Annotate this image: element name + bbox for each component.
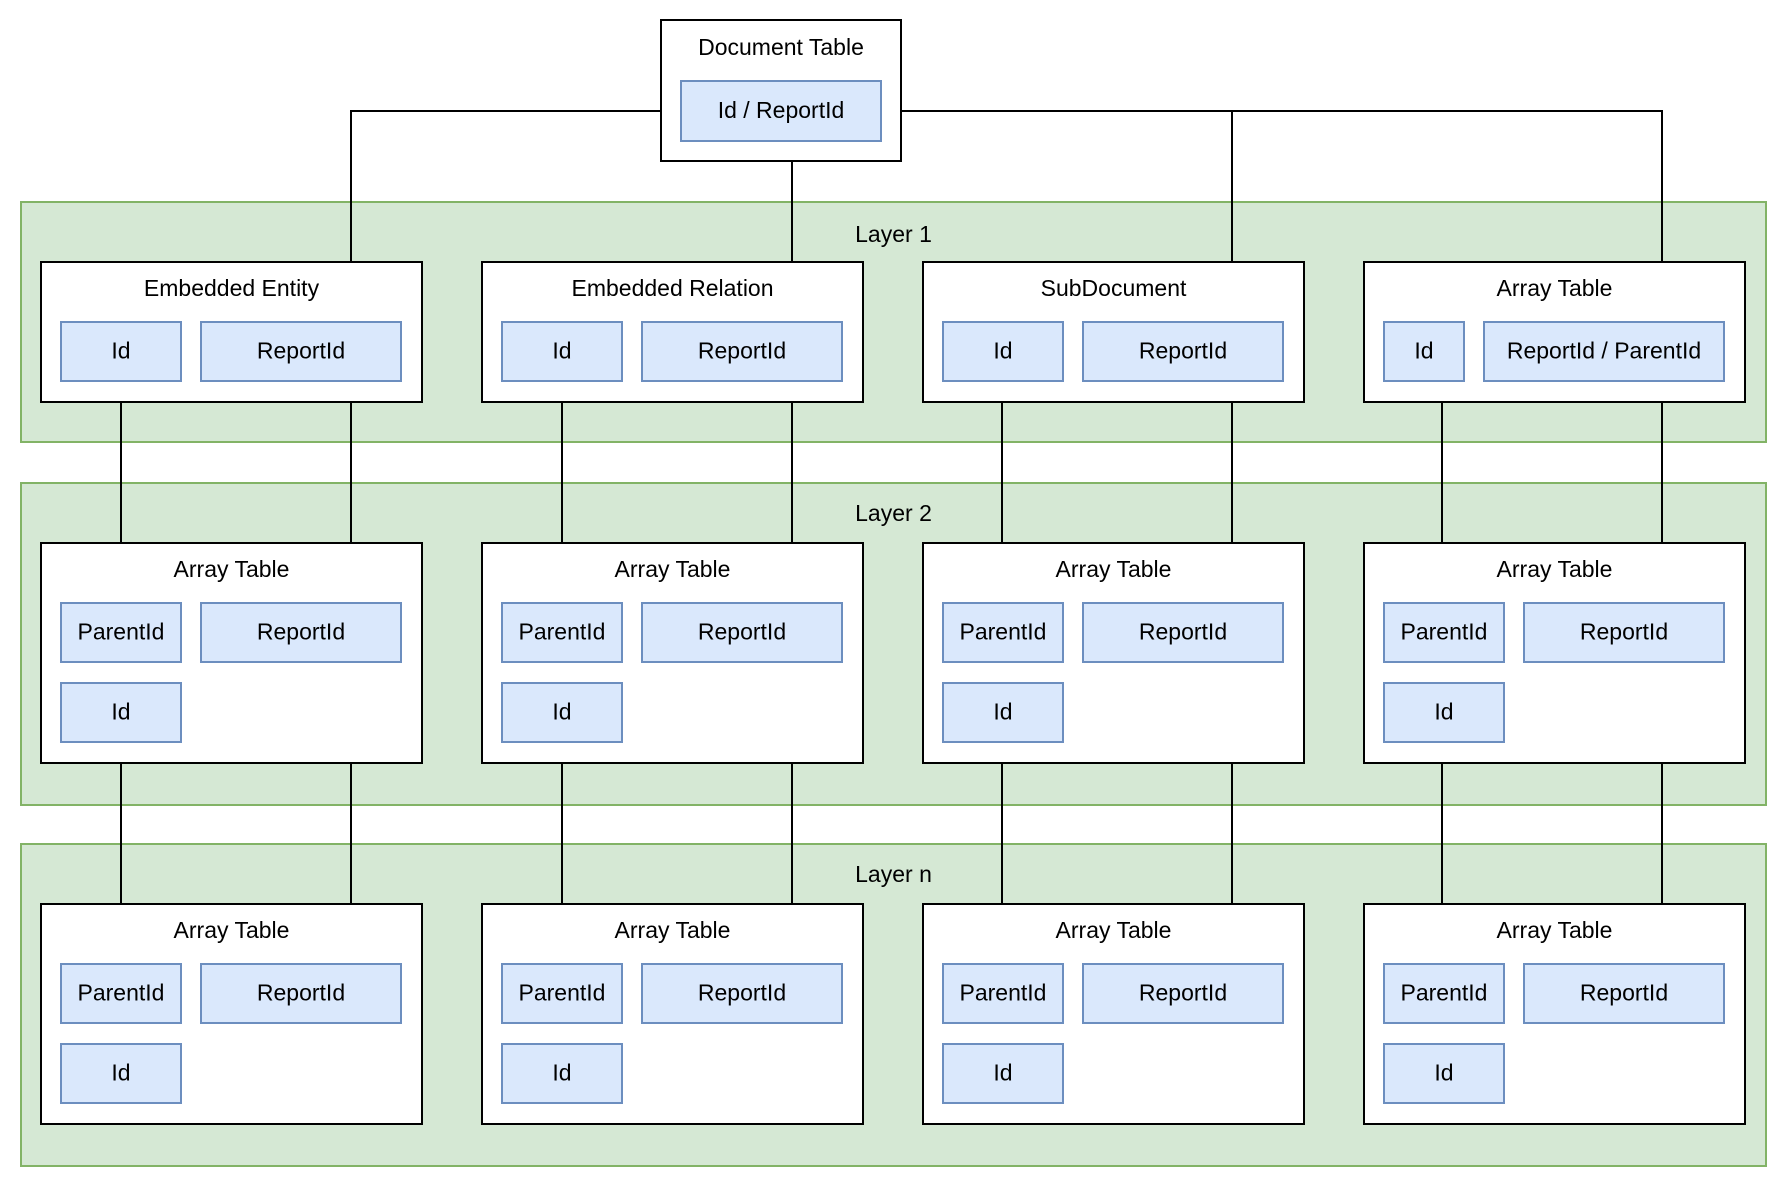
field-label-parentid: ParentId [519, 980, 606, 1006]
field-label-parentid: ParentId [1401, 980, 1488, 1006]
table-title: Array Table [615, 556, 731, 582]
field-label-id: Id [111, 1060, 130, 1086]
field-label-parentid: ParentId [519, 619, 606, 645]
field-id [1383, 1043, 1505, 1104]
field-label-id: Id [993, 1060, 1012, 1086]
field-label-reportid-parentid: ReportId / ParentId [1507, 338, 1701, 364]
field-id [1383, 682, 1505, 743]
field-parentid [942, 963, 1064, 1024]
field-reportid [1082, 602, 1284, 663]
layer-label: Layer n [855, 861, 932, 887]
field-id [942, 682, 1064, 743]
layer-label: Layer 2 [855, 500, 932, 526]
table-title: Array Table [174, 917, 290, 943]
field-label-id: Id [1414, 338, 1433, 364]
field-label-reportid: ReportId [1139, 619, 1227, 645]
field-label-id: Id [552, 699, 571, 725]
document-table-title: Document Table [698, 34, 864, 60]
field-reportid [641, 963, 843, 1024]
field-reportid [200, 602, 402, 663]
field-parentid [60, 602, 182, 663]
field-reportid [200, 321, 402, 382]
field-label-parentid: ParentId [960, 980, 1047, 1006]
table-title: Embedded Entity [144, 275, 320, 301]
field-id [942, 321, 1064, 382]
field-label-reportid: ReportId [257, 619, 345, 645]
field-id [501, 321, 623, 382]
field-reportid [1082, 321, 1284, 382]
field-id [60, 682, 182, 743]
field-reportid [641, 321, 843, 382]
field-label-id: Id [552, 338, 571, 364]
field-label-id: Id [111, 699, 130, 725]
table-title: Array Table [1056, 917, 1172, 943]
table-title: Array Table [1497, 556, 1613, 582]
field-reportid [1523, 963, 1725, 1024]
field-id [942, 1043, 1064, 1104]
field-reportid [200, 963, 402, 1024]
field-label-reportid: ReportId [257, 980, 345, 1006]
field-reportid-parentid [1483, 321, 1725, 382]
field-parentid [1383, 963, 1505, 1024]
field-reportid [1082, 963, 1284, 1024]
field-label-id: Id [1434, 699, 1453, 725]
layer-label: Layer 1 [855, 221, 932, 247]
field-label-reportid: ReportId [698, 338, 786, 364]
field-parentid [501, 602, 623, 663]
field-label-reportid: ReportId [1580, 980, 1668, 1006]
field-id [1383, 321, 1465, 382]
field-label-parentid: ParentId [78, 619, 165, 645]
table-title: Array Table [1497, 917, 1613, 943]
table-title: Array Table [174, 556, 290, 582]
field-reportid [1523, 602, 1725, 663]
table-title: Array Table [1497, 275, 1613, 301]
field-label-reportid: ReportId [698, 619, 786, 645]
field-label-reportid: ReportId [1580, 619, 1668, 645]
table-title: SubDocument [1041, 275, 1187, 301]
field-label-parentid: ParentId [78, 980, 165, 1006]
document-id-field [680, 80, 882, 142]
field-label-parentid: ParentId [1401, 619, 1488, 645]
field-id [501, 1043, 623, 1104]
field-id [501, 682, 623, 743]
field-label-reportid: ReportId [1139, 338, 1227, 364]
field-parentid [1383, 602, 1505, 663]
field-label-parentid: ParentId [960, 619, 1047, 645]
document-table: Document Table Id / ReportId [660, 19, 902, 162]
field-label-reportid: ReportId [257, 338, 345, 364]
field-label-id: Id [111, 338, 130, 364]
field-id [60, 321, 182, 382]
field-label-id: Id [993, 699, 1012, 725]
field-label-reportid: ReportId [1139, 980, 1227, 1006]
field-label-reportid: ReportId [698, 980, 786, 1006]
field-reportid [641, 602, 843, 663]
field-id [60, 1043, 182, 1104]
field-parentid [60, 963, 182, 1024]
field-label-id: Id [1434, 1060, 1453, 1086]
table-title: Array Table [615, 917, 731, 943]
field-parentid [501, 963, 623, 1024]
table-title: Embedded Relation [571, 275, 773, 301]
field-label-id: Id [552, 1060, 571, 1086]
field-label-id: Id [993, 338, 1012, 364]
document-id-field-label: Id / ReportId [718, 97, 845, 123]
field-parentid [942, 602, 1064, 663]
table-title: Array Table [1056, 556, 1172, 582]
